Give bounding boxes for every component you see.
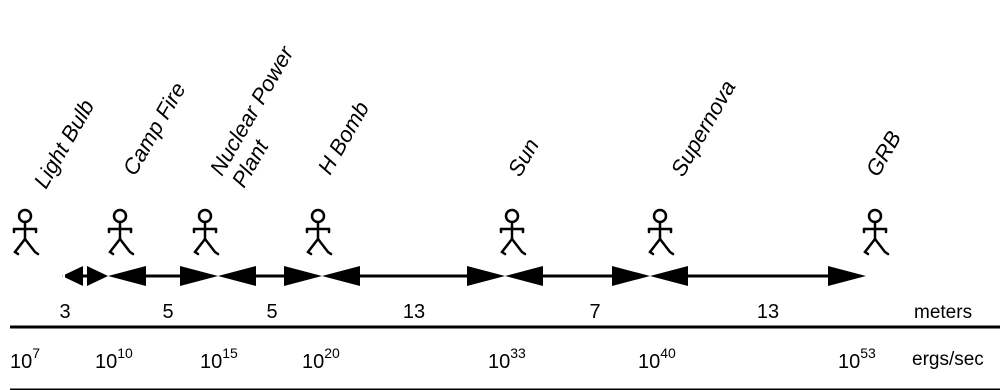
- distance-arrow: [62, 266, 108, 286]
- gap-value: 3: [59, 301, 70, 323]
- meters-unit-label: meters: [914, 302, 972, 323]
- power-value: 1033: [488, 345, 526, 373]
- object-label: H Bomb: [313, 97, 374, 178]
- power-value: 1040: [638, 345, 676, 373]
- gap-labels-layer: 3 5 5 13 7 13: [59, 301, 779, 323]
- object-label: Sun: [503, 134, 544, 180]
- stick-figure-icon: [862, 208, 890, 256]
- distance-arrow: [218, 266, 322, 286]
- power-value: 1010: [95, 345, 133, 373]
- distance-arrow: [108, 266, 218, 286]
- distance-arrow: [505, 266, 650, 286]
- object-label: Light Bulb: [29, 95, 100, 192]
- gap-value: 5: [266, 301, 277, 323]
- object-label: GRB: [861, 127, 906, 181]
- distance-arrow: [650, 266, 866, 286]
- gap-value: 5: [162, 301, 173, 323]
- power-value: 1053: [838, 345, 876, 373]
- power-values-layer: 107 1010 1015 1020 1033 1040 1053: [10, 345, 876, 373]
- power-value: 1020: [302, 345, 340, 373]
- stick-figure-icon: [192, 208, 220, 256]
- stick-figure-icon: [647, 208, 675, 256]
- stick-figure-icon: [12, 208, 40, 256]
- figures-layer: [12, 208, 890, 256]
- stick-figure-icon: [499, 208, 527, 256]
- stick-figure-icon: [107, 208, 135, 256]
- distance-arrow: [322, 266, 505, 286]
- power-value: 107: [10, 345, 40, 373]
- gap-value: 13: [757, 301, 779, 323]
- power-unit-label: ergs/sec: [912, 349, 984, 370]
- object-label: Supernova: [666, 76, 741, 181]
- gap-value: 13: [403, 301, 425, 323]
- power-value: 1015: [200, 345, 238, 373]
- object-label: Camp Fire: [118, 78, 191, 179]
- gap-value: 7: [589, 301, 600, 323]
- stick-figure-icon: [305, 208, 333, 256]
- arrows-layer: [62, 266, 866, 286]
